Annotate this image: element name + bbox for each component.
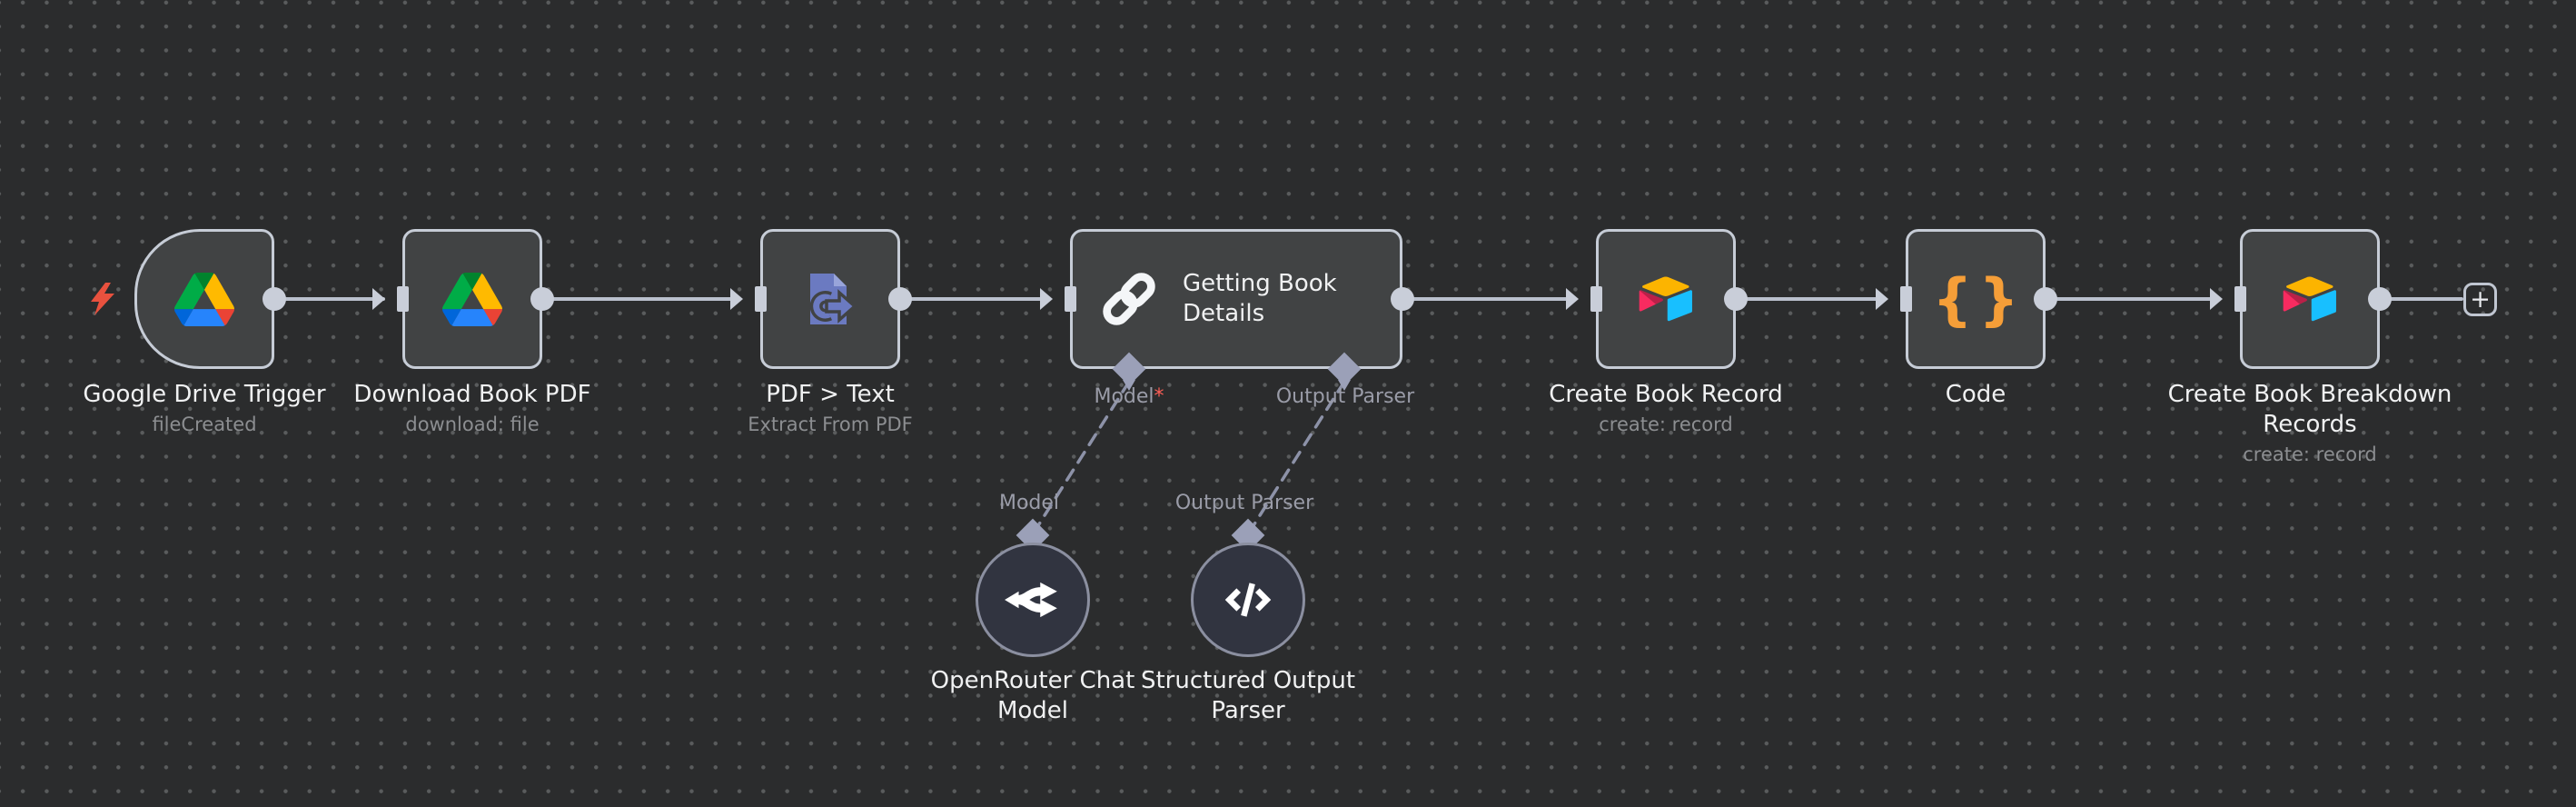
- input-connector[interactable]: [1900, 286, 1912, 312]
- node-title: Download Book PDF: [353, 381, 591, 408]
- port-label-model: Model: [998, 492, 1060, 514]
- node-label: Code: [1821, 380, 2130, 410]
- node-title: Code: [1945, 381, 2006, 408]
- connection-download-to-pdftext[interactable]: [542, 297, 738, 301]
- connection-arrowhead[interactable]: [730, 288, 743, 310]
- extract-from-file-icon: [799, 270, 857, 328]
- input-connector[interactable]: [2234, 286, 2246, 312]
- code-tag-icon: [1221, 573, 1275, 627]
- port-stem: [1338, 380, 1351, 391]
- output-connector[interactable]: [888, 287, 912, 311]
- node-title: Getting Book Details: [1183, 270, 1337, 327]
- port-stem: [1123, 380, 1135, 391]
- output-connector[interactable]: [2368, 287, 2392, 311]
- connection-arrowhead[interactable]: [2210, 288, 2223, 310]
- node-title: Create Book Record: [1549, 381, 1783, 408]
- airtable-icon: [2280, 274, 2340, 324]
- connection-createrecord-to-code[interactable]: [1736, 297, 1884, 301]
- connection-trigger-to-download[interactable]: [274, 297, 385, 301]
- add-node-button[interactable]: +: [2463, 283, 2497, 316]
- google-drive-icon: [174, 272, 234, 326]
- node-subtitle: Extract From PDF: [748, 413, 913, 435]
- node-title: Create Book Breakdown Records: [2167, 381, 2452, 438]
- airtable-icon: [1636, 274, 1696, 324]
- connection-code-to-breakdown[interactable]: [2046, 297, 2218, 301]
- input-connector[interactable]: [1590, 286, 1602, 312]
- node-subtitle: create: record: [2243, 443, 2377, 465]
- code-braces-icon: {}: [1932, 265, 2026, 333]
- connection-arrowhead[interactable]: [1040, 288, 1053, 310]
- connection-arrowhead[interactable]: [372, 288, 385, 310]
- port-label-output-parser: Output Parser: [1174, 492, 1314, 514]
- node-title: Google Drive Trigger: [83, 381, 326, 408]
- required-asterisk: *: [1154, 385, 1164, 408]
- connection-pdftext-to-agent[interactable]: [900, 297, 1048, 301]
- node-label: Download Book PDF download: file: [318, 380, 627, 436]
- node-label: Create Book Record create: record: [1511, 380, 1820, 436]
- openrouter-icon: [1003, 570, 1063, 630]
- input-connector[interactable]: [397, 286, 409, 312]
- node-title: PDF > Text: [766, 381, 895, 408]
- input-connector[interactable]: [755, 286, 767, 312]
- node-subtitle: download: file: [405, 413, 540, 435]
- subnode-openrouter-chat-model[interactable]: [976, 543, 1090, 657]
- port-label-output-parser: Output Parser: [1275, 385, 1415, 408]
- subnode-label: Structured Output Parser: [1140, 667, 1356, 724]
- output-connector[interactable]: [263, 287, 286, 311]
- output-connector[interactable]: [1724, 287, 1748, 311]
- node-subtitle: create: record: [1599, 413, 1733, 435]
- node-label: PDF > Text Extract From PDF: [676, 380, 985, 436]
- node-subtitle: fileCreated: [152, 413, 257, 435]
- connection-agent-to-createrecord[interactable]: [1402, 297, 1574, 301]
- input-connector[interactable]: [1065, 286, 1076, 312]
- subnode-label: OpenRouter Chat Model: [930, 667, 1135, 724]
- subnode-structured-output-parser[interactable]: [1191, 543, 1305, 657]
- google-drive-icon: [442, 272, 502, 326]
- output-connector[interactable]: [530, 287, 554, 311]
- chain-link-icon: [1101, 267, 1157, 331]
- lightning-bolt-icon: [89, 282, 116, 316]
- node-label: Google Drive Trigger fileCreated: [50, 380, 359, 436]
- port-label-model: Model*: [1094, 385, 1164, 408]
- connection-breakdown-to-add[interactable]: [2380, 297, 2463, 301]
- node-label: Create Book Breakdown Records create: re…: [2165, 380, 2455, 466]
- connection-arrowhead[interactable]: [1876, 288, 1888, 310]
- connection-arrowhead[interactable]: [1566, 288, 1579, 310]
- output-connector[interactable]: [2034, 287, 2057, 311]
- output-connector[interactable]: [1391, 287, 1414, 311]
